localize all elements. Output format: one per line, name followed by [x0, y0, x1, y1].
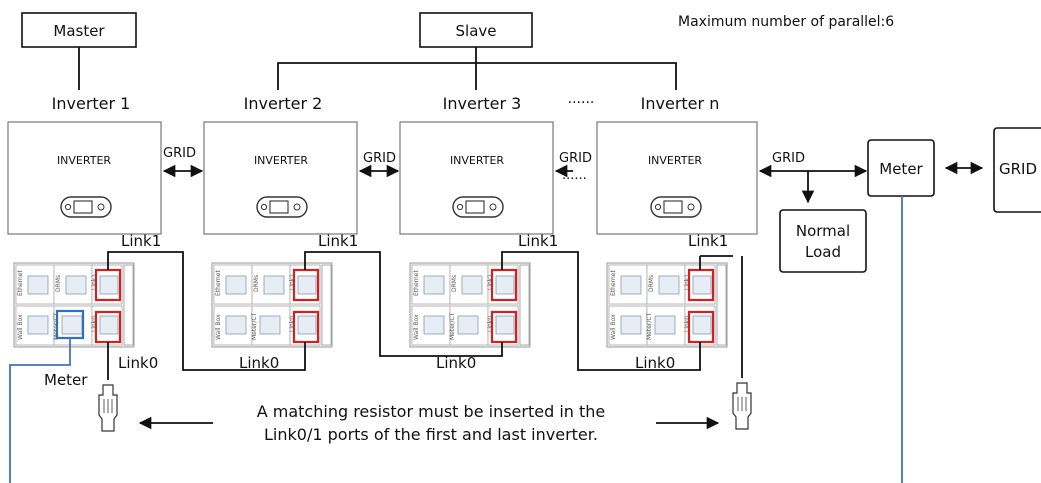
- matching-resistor-icon: [98, 384, 118, 432]
- grid-box-label: GRID: [999, 160, 1037, 178]
- inverter-unit-1: INVERTER: [7, 121, 162, 235]
- meter-port-label: Meter: [44, 371, 88, 389]
- svg-text:Meter/CT: Meter/CT: [251, 312, 258, 340]
- slave-bracket: [277, 47, 677, 90]
- terminal-strip: [716, 264, 727, 346]
- link0-label: Link0: [118, 354, 158, 372]
- display-icon: [60, 196, 112, 218]
- slave-box: Slave: [419, 12, 533, 48]
- svg-text:Link0: Link0: [289, 316, 296, 332]
- svg-text:Wall Box: Wall Box: [215, 314, 222, 340]
- normal-load-box: Normal Load: [779, 209, 867, 273]
- svg-text:Link0: Link0: [487, 316, 494, 332]
- svg-text:Wall Box: Wall Box: [610, 314, 617, 340]
- svg-text:DRMs: DRMs: [55, 275, 62, 292]
- comm-panel-1: Ethernet DRMs Wall Box Meter/CT Link1 Li…: [13, 262, 135, 348]
- svg-text:Wall Box: Wall Box: [17, 314, 24, 340]
- link1-port-highlight: [292, 268, 320, 302]
- inverter-unit-3: INVERTER: [399, 121, 554, 235]
- link0-label: Link0: [635, 354, 675, 372]
- display-icon: [650, 196, 702, 218]
- svg-text:Link0: Link0: [684, 316, 691, 332]
- link0-port-highlight: [292, 310, 320, 344]
- comm-panel-3: Ethernet DRMs Wall Box Meter/CT Link1 Li…: [409, 262, 531, 348]
- grid-box: GRID: [993, 127, 1041, 213]
- matching-resistor-icon: [732, 382, 752, 430]
- normal-load-line1: Normal: [796, 222, 850, 240]
- inverter-name: Inverter n: [641, 94, 720, 113]
- svg-text:Ethernet: Ethernet: [215, 270, 222, 296]
- grid-label: GRID: [772, 151, 805, 166]
- comm-panel-2: Ethernet DRMs Wall Box Meter/CT Link1 Li…: [211, 262, 333, 348]
- link0-port-highlight: [490, 310, 518, 344]
- svg-text:DRMs: DRMs: [253, 275, 260, 292]
- svg-text:Ethernet: Ethernet: [413, 270, 420, 296]
- svg-text:Link1: Link1: [91, 274, 98, 290]
- link1-label: Link1: [121, 232, 161, 250]
- resistor-note-line2: Link0/1 ports of the first and last inve…: [264, 425, 598, 444]
- meter-cable-left: [9, 338, 71, 483]
- normal-load-line2: Load: [805, 243, 841, 261]
- svg-text:Link1: Link1: [684, 274, 691, 290]
- ellipsis: ......: [568, 91, 595, 107]
- display-icon: [452, 196, 504, 218]
- link1-port-highlight: [687, 268, 715, 302]
- svg-text:Ethernet: Ethernet: [610, 270, 617, 296]
- svg-text:DRMs: DRMs: [451, 275, 458, 292]
- comm-panel-n: Ethernet DRMs Wall Box Meter/CT Link1 Li…: [606, 262, 728, 348]
- svg-text:Link1: Link1: [289, 274, 296, 290]
- terminal-strip: [123, 264, 134, 346]
- meter-box: Meter: [867, 139, 935, 197]
- display-icon: [256, 196, 308, 218]
- inverter-name: Inverter 2: [244, 94, 323, 113]
- grid-label: GRID: [363, 151, 396, 166]
- link1-label: Link1: [518, 232, 558, 250]
- link-cable-3-n: [501, 251, 701, 371]
- link0-label: Link0: [436, 354, 476, 372]
- master-box: Master: [21, 12, 137, 48]
- master-label: Master: [53, 22, 105, 40]
- resistor-note-line1: A matching resistor must be inserted in …: [257, 402, 606, 421]
- max-parallel-note: Maximum number of parallel:6: [678, 14, 894, 30]
- meter-box-label: Meter: [879, 160, 923, 178]
- grid-label: GRID: [559, 151, 592, 166]
- inverter-body-label: INVERTER: [57, 154, 111, 167]
- svg-text:Meter/CT: Meter/CT: [449, 312, 456, 340]
- svg-text:Ethernet: Ethernet: [17, 270, 24, 296]
- link-cable-1-2: [107, 251, 306, 371]
- inverter-name: Inverter 1: [52, 94, 131, 113]
- inverter-body-label: INVERTER: [648, 154, 702, 167]
- link-cable-2-3: [304, 251, 503, 357]
- link1-label: Link1: [688, 232, 728, 250]
- inverter-body-label: INVERTER: [450, 154, 504, 167]
- link1-port-highlight: [490, 268, 518, 302]
- svg-text:Wall Box: Wall Box: [413, 314, 420, 340]
- inverter-body-label: INVERTER: [254, 154, 308, 167]
- svg-text:Link1: Link1: [487, 274, 494, 290]
- link0-port-highlight: [687, 310, 715, 344]
- inverter-unit-n: INVERTER: [596, 121, 758, 235]
- inverter-unit-2: INVERTER: [203, 121, 358, 235]
- link0-label: Link0: [239, 354, 279, 372]
- terminal-strip: [321, 264, 332, 346]
- svg-text:Meter/CT: Meter/CT: [646, 312, 653, 340]
- slave-label: Slave: [456, 22, 497, 40]
- inverter-name: Inverter 3: [443, 94, 522, 113]
- link1-label: Link1: [318, 232, 358, 250]
- grid-label: GRID: [163, 146, 196, 161]
- svg-text:DRMs: DRMs: [648, 275, 655, 292]
- svg-text:Link0: Link0: [91, 316, 98, 332]
- terminal-strip: [519, 264, 530, 346]
- ellipsis: ......: [562, 168, 587, 183]
